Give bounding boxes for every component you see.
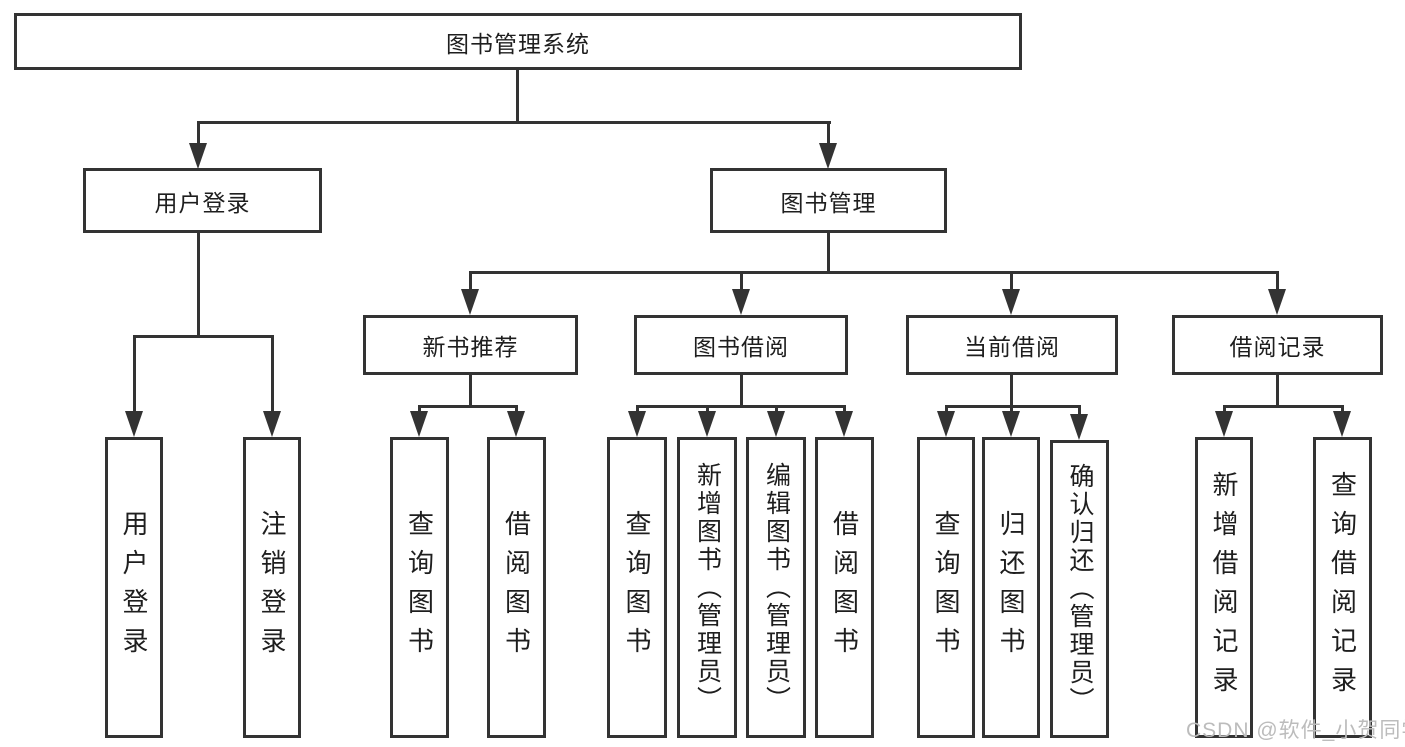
connector-line: [1078, 405, 1081, 418]
node-user-login-label: 用户登录: [154, 189, 251, 216]
leaf-borrow-book-1: 借阅图书: [487, 437, 546, 738]
arrow-down-icon: [628, 411, 646, 437]
connector-line: [740, 271, 743, 293]
connector-line: [197, 121, 200, 149]
connector-line: [1010, 271, 1013, 293]
connector-line: [1010, 375, 1013, 408]
connector-line: [1341, 405, 1344, 415]
connector-line: [706, 405, 709, 415]
connector-line: [197, 121, 831, 124]
node-new-book-recommend: 新书推荐: [363, 315, 578, 375]
leaf-logout-label: 注销登录: [257, 509, 287, 666]
connector-line: [945, 405, 948, 415]
connector-line: [271, 335, 274, 413]
leaf-return-book-label: 归还图书: [996, 509, 1026, 666]
node-book-management-label: 图书管理: [780, 189, 877, 216]
leaf-borrow-book-1-label: 借阅图书: [501, 509, 532, 666]
node-root-label: 图书管理系统: [446, 30, 590, 57]
leaf-query-book-2: 查询图书: [607, 437, 667, 738]
node-book-management: 图书管理: [710, 168, 947, 233]
leaf-user-login: 用户登录: [105, 437, 163, 738]
node-root: 图书管理系统: [14, 13, 1022, 70]
leaf-edit-book-admin: 编辑图书（管理员）: [746, 437, 806, 738]
leaf-user-login-label: 用户登录: [119, 509, 149, 666]
connector-line: [469, 375, 472, 408]
leaf-add-book-admin-label: 新增图书（管理员）: [693, 461, 722, 714]
connector-line: [469, 271, 1278, 274]
connector-line: [133, 335, 136, 413]
arrow-down-icon: [189, 143, 207, 169]
connector-line: [636, 405, 845, 408]
node-current-borrow-label: 当前借阅: [964, 334, 1060, 360]
leaf-return-book: 归还图书: [982, 437, 1040, 738]
connector-line: [516, 70, 519, 123]
arrow-down-icon: [698, 411, 716, 437]
arrow-down-icon: [1215, 411, 1233, 437]
leaf-query-borrow-record: 查询借阅记录: [1313, 437, 1372, 738]
connector-line: [740, 375, 743, 408]
connector-line: [469, 271, 472, 293]
arrow-down-icon: [461, 289, 479, 315]
arrow-down-icon: [125, 411, 143, 437]
connector-line: [1276, 271, 1279, 293]
connector-line: [197, 233, 200, 337]
connector-line: [843, 405, 846, 415]
node-current-borrow: 当前借阅: [906, 315, 1118, 375]
arrow-down-icon: [1333, 411, 1351, 437]
connector-line: [418, 405, 421, 415]
connector-line: [133, 335, 273, 338]
leaf-confirm-return-admin-label: 确认归还（管理员）: [1066, 463, 1094, 715]
leaf-add-borrow-record-label: 新增借阅记录: [1209, 470, 1239, 705]
arrow-down-icon: [1070, 414, 1088, 440]
connector-line: [515, 405, 518, 415]
node-book-borrow-label: 图书借阅: [693, 334, 789, 360]
arrow-down-icon: [819, 143, 837, 169]
leaf-logout: 注销登录: [243, 437, 301, 738]
connector-line: [775, 405, 778, 415]
arrow-down-icon: [732, 289, 750, 315]
leaf-query-book-3-label: 查询图书: [931, 509, 961, 666]
leaf-query-book-1: 查询图书: [390, 437, 449, 738]
leaf-confirm-return-admin: 确认归还（管理员）: [1050, 440, 1109, 738]
leaf-query-borrow-record-label: 查询借阅记录: [1327, 470, 1358, 705]
connector-line: [827, 233, 830, 273]
connector-line: [418, 405, 518, 408]
connector-line: [1223, 405, 1343, 408]
csdn-watermark: CSDN @软件_小贺同学: [1186, 719, 1405, 742]
node-user-login: 用户登录: [83, 168, 322, 233]
arrow-down-icon: [937, 411, 955, 437]
arrow-down-icon: [410, 411, 428, 437]
node-new-book-recommend-label: 新书推荐: [422, 334, 519, 360]
arrow-down-icon: [767, 411, 785, 437]
connector-line: [1276, 375, 1279, 408]
node-borrow-records-label: 借阅记录: [1229, 334, 1326, 360]
leaf-query-book-3: 查询图书: [917, 437, 975, 738]
arrow-down-icon: [263, 411, 281, 437]
leaf-add-book-admin: 新增图书（管理员）: [677, 437, 737, 738]
connector-line: [1010, 405, 1013, 415]
arrow-down-icon: [1002, 411, 1020, 437]
connector-line: [1223, 405, 1226, 415]
leaf-borrow-book-2: 借阅图书: [815, 437, 874, 738]
node-book-borrow: 图书借阅: [634, 315, 848, 375]
leaf-borrow-book-2-label: 借阅图书: [829, 509, 860, 666]
arrow-down-icon: [1002, 289, 1020, 315]
node-borrow-records: 借阅记录: [1172, 315, 1383, 375]
arrow-down-icon: [1268, 289, 1286, 315]
connector-line: [636, 405, 639, 415]
leaf-add-borrow-record: 新增借阅记录: [1195, 437, 1253, 738]
arrow-down-icon: [835, 411, 853, 437]
leaf-query-book-1-label: 查询图书: [404, 509, 435, 666]
leaf-query-book-2-label: 查询图书: [622, 509, 652, 666]
arrow-down-icon: [507, 411, 525, 437]
connector-line: [827, 121, 830, 149]
leaf-edit-book-admin-label: 编辑图书（管理员）: [762, 461, 791, 714]
